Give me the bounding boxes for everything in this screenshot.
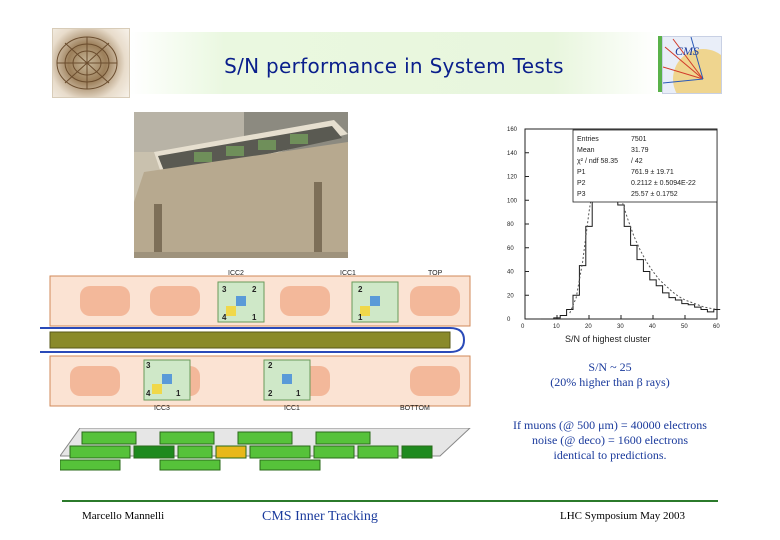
x-tick-label: 10 [553, 324, 560, 330]
module-number-b0: 3 [146, 361, 151, 370]
y-tick-label: 20 [507, 293, 514, 299]
note-line-3: identical to predictions. [553, 448, 667, 462]
module-layout-diagram: ICC2 ICC1 TOP 3 2 4 1 2 1 3 2 4 1 2 1 IC… [40, 270, 471, 412]
icc-label-bottom-1: ICC3 [154, 405, 170, 412]
module-number-b1: 2 [268, 361, 273, 370]
logo-accent-bar [658, 36, 662, 92]
cms-logo: CMS [662, 36, 722, 94]
module-number-t0: 3 [222, 285, 227, 294]
module-number-b2: 4 [146, 389, 151, 398]
y-tick-label: 160 [507, 127, 518, 133]
stats-key: χ² / ndf 58.35 [577, 158, 618, 165]
module-strip-diagram [60, 428, 471, 471]
stats-key: P3 [577, 191, 586, 198]
y-tick-label: 100 [507, 198, 518, 204]
y-tick-label: 40 [507, 270, 514, 276]
icc-label-top-2: ICC1 [340, 270, 356, 277]
stats-value: 31.79 [631, 147, 649, 154]
stats-value: 25.57 ± 0.1752 [631, 191, 678, 198]
stats-value: 7501 [631, 136, 647, 143]
x-tick-label: 40 [649, 324, 656, 330]
module-number-t5: 1 [358, 313, 363, 322]
module-number-b4: 2 [268, 389, 273, 398]
footer-title: CMS Inner Tracking [262, 509, 378, 524]
x-tick-label: 30 [617, 324, 624, 330]
footer-divider [62, 500, 718, 502]
x-tick-label: 50 [681, 324, 688, 330]
y-tick-label: 140 [507, 151, 518, 157]
footer-event: LHC Symposium May 2003 [560, 510, 685, 522]
page-title: S/N performance in System Tests [224, 54, 564, 78]
module-number-b3: 1 [176, 389, 181, 398]
stats-key: Mean [577, 147, 595, 154]
stats-value: / 42 [631, 158, 643, 165]
module-number-t4: 2 [358, 285, 363, 294]
x-tick-label: 0 [521, 324, 525, 330]
fit-curve-series [569, 149, 718, 314]
x-axis-label: S/N of highest cluster [565, 334, 651, 344]
module-number-t3: 1 [252, 313, 257, 322]
bottom-label: BOTTOM [400, 405, 430, 412]
system-test-photo [134, 112, 348, 258]
stats-value: 761.9 ± 19.71 [631, 169, 674, 176]
module-number-b5: 1 [296, 389, 301, 398]
top-label: TOP [428, 270, 443, 277]
module-number-t2: 4 [222, 313, 227, 322]
icc-label-bottom-2: ICC1 [284, 405, 300, 412]
y-tick-label: 0 [507, 317, 511, 323]
stats-key: P2 [577, 180, 586, 187]
y-tick-label: 80 [507, 222, 514, 228]
svg-text:CMS: CMS [675, 44, 699, 58]
tracker-logo [52, 28, 130, 98]
x-tick-label: 20 [585, 324, 592, 330]
stats-value: 0.2112 ± 0.5094E-22 [631, 180, 696, 187]
stats-box [572, 129, 718, 203]
note-line-2: noise (@ deco) = 1600 electrons [531, 433, 689, 447]
histogram-series [541, 152, 721, 320]
sn-caption: S/N ~ 25 [588, 360, 632, 374]
footer-author: Marcello Mannelli [82, 510, 165, 522]
icc-label-top-1: ICC2 [228, 270, 244, 277]
module-number-t1: 2 [252, 285, 257, 294]
sn-histogram: 0 10 20 30 40 50 60 0 20 40 60 80 100 120 140 160 Entri… [507, 127, 721, 344]
stats-key: P1 [577, 169, 586, 176]
stats-key: Entries [577, 136, 599, 143]
y-tick-label: 60 [507, 246, 514, 252]
note-line-1: If muons (@ 500 μm) = 40000 electrons [513, 418, 707, 432]
x-tick-label: 60 [713, 324, 720, 330]
title-banner [130, 32, 658, 94]
beta-caption: (20% higher than β rays) [550, 375, 670, 389]
y-tick-label: 120 [507, 175, 518, 181]
